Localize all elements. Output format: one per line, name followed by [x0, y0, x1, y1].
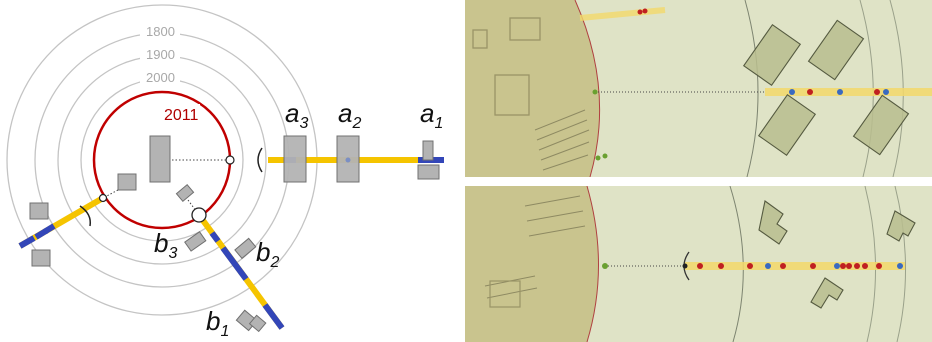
- map-bottom-red-boundary: [586, 186, 599, 342]
- map-bottom-red-dot-3: [747, 263, 753, 269]
- building-b2: [234, 237, 257, 260]
- map-top-svg: [465, 0, 932, 177]
- map-top-green-dot-3: [602, 153, 608, 159]
- map-bottom-blue-dot-3: [897, 263, 903, 269]
- building-a3: [283, 135, 307, 183]
- building-center-large: [149, 135, 171, 183]
- map-top-street-upper: [579, 7, 666, 21]
- label-b1: b1: [206, 306, 229, 340]
- map-bottom-bldg-2: [886, 210, 916, 242]
- map-panel-bottom: [465, 186, 932, 342]
- street-c-blue-2: [18, 235, 36, 249]
- map-bottom-red-dot-8: [854, 263, 860, 269]
- building-c-bottom: [31, 249, 51, 267]
- street-c-blue-dot: [43, 228, 49, 234]
- street-c-node: [98, 193, 108, 203]
- year-2011-bg: [158, 104, 200, 122]
- map-bottom-blue-dot-1: [765, 263, 771, 269]
- map-top-old-bldg-2: [509, 17, 541, 41]
- map-bottom-old-bldg-1: [489, 280, 521, 308]
- map-top-arc-1: [744, 0, 759, 177]
- map-top-blue-dot-3: [883, 89, 889, 95]
- street-b-blue-1: [209, 231, 221, 243]
- map-bottom-svg: [465, 186, 932, 342]
- street-a-node: [225, 155, 235, 165]
- year-2000-bg: [140, 70, 180, 84]
- map-bottom-red-dot-6: [840, 263, 846, 269]
- label-b2: b2: [256, 237, 279, 271]
- map-top-blue-dot-1: [789, 89, 795, 95]
- year-1900-bg: [140, 47, 180, 61]
- street-c-bracket: [79, 205, 92, 227]
- map-top-green-dot-2: [595, 155, 601, 161]
- building-center-small: [117, 173, 137, 191]
- map-top-bldg-1: [742, 24, 802, 86]
- map-bottom-hatch: [484, 195, 586, 299]
- map-bottom-bldg-1: [758, 200, 788, 245]
- label-a1: a1: [420, 98, 443, 132]
- label-a2: a2: [338, 98, 361, 132]
- street-b-blue-3: [262, 303, 285, 330]
- map-bottom-red-dot-10: [876, 263, 882, 269]
- building-b3: [184, 231, 207, 252]
- map-bottom-old-area: [465, 186, 599, 342]
- year-label-1900: 1900: [146, 47, 175, 62]
- building-center-diag: [175, 183, 195, 203]
- street-b-blue-2: [220, 246, 249, 281]
- map-bottom-red-dot-4: [780, 263, 786, 269]
- map-bottom-red-dot-1: [697, 263, 703, 269]
- year-label-2011: 2011: [164, 107, 199, 124]
- map-bottom-green-dot: [602, 263, 608, 269]
- schematic-diagram: 1800 1900 2000 2011 a3 a2 a1 b3 b2 b1: [6, 4, 444, 340]
- label-a3: a3: [285, 98, 308, 132]
- map-top-old-bldg-3: [472, 29, 488, 49]
- street-a-bracket: [257, 147, 263, 173]
- map-bottom-red-dot-2: [718, 263, 724, 269]
- map-bottom-red-dot-9: [862, 263, 868, 269]
- year-label-2000: 2000: [146, 70, 175, 85]
- map-top-green-dot-1: [592, 89, 598, 95]
- map-bottom-bldg-3: [810, 277, 844, 309]
- year-1800-bg: [140, 24, 180, 38]
- building-b1-b: [248, 314, 267, 333]
- map-top-old-bldg-1: [494, 74, 530, 116]
- map-top-red-dot-1: [807, 89, 813, 95]
- building-a1-bottom: [417, 164, 440, 180]
- map-top-dot-red-1: [637, 9, 643, 15]
- map-top-red-dot-2: [874, 89, 880, 95]
- map-panel-top: [465, 0, 932, 177]
- map-bottom-black-dot: [682, 263, 688, 269]
- label-b3: b3: [154, 228, 177, 262]
- building-c-top: [29, 202, 49, 220]
- map-top-bldg-4: [852, 94, 910, 156]
- map-top-blue-dot-2: [837, 89, 843, 95]
- map-top-red-boundary: [574, 0, 601, 177]
- point-a2: [345, 157, 351, 163]
- map-top-hatch: [534, 109, 590, 171]
- map-bottom-red-dot-7: [846, 263, 852, 269]
- map-top-dot-red-2: [642, 8, 648, 14]
- map-top-old-area: [465, 0, 600, 177]
- year-label-1800: 1800: [146, 24, 175, 39]
- map-bottom-blue-dot-2: [834, 263, 840, 269]
- street-b-node: [191, 207, 207, 223]
- map-top-bldg-2: [807, 19, 865, 81]
- map-bottom-arc-3: [894, 186, 907, 342]
- map-top-bldg-3: [757, 94, 817, 156]
- map-bottom-red-dot-5: [810, 263, 816, 269]
- building-a1-top: [422, 140, 434, 161]
